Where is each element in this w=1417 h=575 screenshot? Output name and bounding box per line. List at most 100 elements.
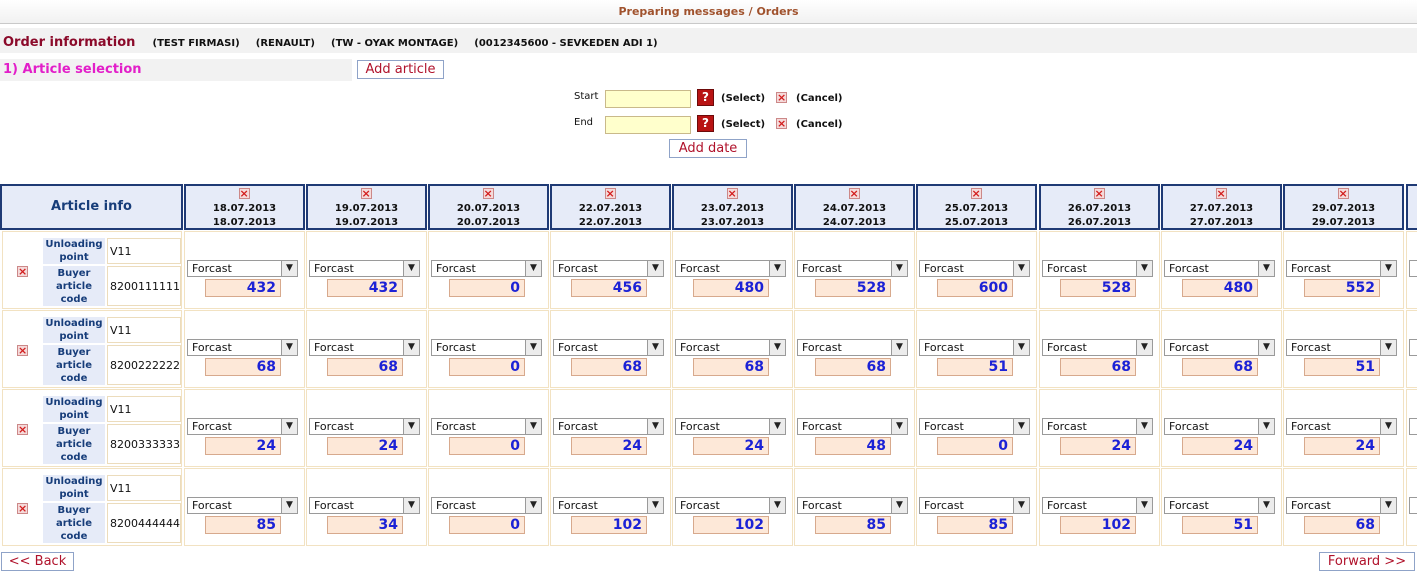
order-type-select[interactable]: Forcast▼	[1164, 260, 1275, 277]
quantity-input[interactable]: 0	[937, 437, 1013, 455]
order-type-select[interactable]: Forcast▼	[1042, 339, 1153, 356]
start-cancel-icon[interactable]: ×	[776, 91, 787, 104]
end-help-icon[interactable]: ?	[697, 115, 714, 132]
order-type-select[interactable]: Forcast▼	[553, 418, 664, 435]
order-type-select[interactable]	[1409, 260, 1417, 277]
order-type-select[interactable]: Forcast▼	[675, 260, 786, 277]
quantity-input[interactable]: 24	[205, 437, 281, 455]
chevron-down-icon[interactable]: ▼	[1258, 498, 1274, 513]
chevron-down-icon[interactable]: ▼	[1136, 261, 1152, 276]
order-type-select[interactable]	[1409, 339, 1417, 356]
quantity-input[interactable]: 528	[815, 279, 891, 297]
quantity-input[interactable]: 68	[1060, 358, 1136, 376]
quantity-input[interactable]: 68	[571, 358, 647, 376]
chevron-down-icon[interactable]: ▼	[769, 261, 785, 276]
end-cancel-link[interactable]: (Cancel)	[796, 119, 843, 130]
remove-article-icon[interactable]: ×	[17, 344, 28, 357]
order-type-select[interactable]	[1409, 418, 1417, 435]
chevron-down-icon[interactable]: ▼	[891, 498, 907, 513]
chevron-down-icon[interactable]: ▼	[1380, 419, 1396, 434]
order-type-select[interactable]: Forcast▼	[187, 339, 298, 356]
chevron-down-icon[interactable]: ▼	[1013, 261, 1029, 276]
quantity-input[interactable]: 528	[1060, 279, 1136, 297]
quantity-input[interactable]: 85	[815, 516, 891, 534]
chevron-down-icon[interactable]: ▼	[1013, 498, 1029, 513]
start-select-link[interactable]: (Select)	[721, 93, 766, 104]
chevron-down-icon[interactable]: ▼	[525, 419, 541, 434]
quantity-input[interactable]: 0	[449, 516, 525, 534]
order-type-select[interactable]: Forcast▼	[431, 260, 542, 277]
quantity-input[interactable]: 24	[693, 437, 769, 455]
quantity-input[interactable]: 432	[327, 279, 403, 297]
chevron-down-icon[interactable]: ▼	[769, 498, 785, 513]
chevron-down-icon[interactable]: ▼	[647, 498, 663, 513]
quantity-input[interactable]: 48	[815, 437, 891, 455]
chevron-down-icon[interactable]: ▼	[1258, 419, 1274, 434]
order-type-select[interactable]: Forcast▼	[1164, 418, 1275, 435]
chevron-down-icon[interactable]: ▼	[525, 261, 541, 276]
order-type-select[interactable]: Forcast▼	[919, 497, 1030, 514]
forward-button[interactable]: Forward >>	[1319, 552, 1415, 571]
chevron-down-icon[interactable]: ▼	[525, 340, 541, 355]
order-type-select[interactable]: Forcast▼	[919, 418, 1030, 435]
quantity-input[interactable]: 68	[327, 358, 403, 376]
order-type-select[interactable]: Forcast▼	[431, 497, 542, 514]
chevron-down-icon[interactable]: ▼	[647, 261, 663, 276]
order-type-select[interactable]: Forcast▼	[431, 418, 542, 435]
chevron-down-icon[interactable]: ▼	[1380, 340, 1396, 355]
quantity-input[interactable]: 600	[937, 279, 1013, 297]
quantity-input[interactable]: 68	[205, 358, 281, 376]
order-type-select[interactable]: Forcast▼	[187, 497, 298, 514]
order-type-select[interactable]: Forcast▼	[187, 418, 298, 435]
quantity-input[interactable]: 102	[693, 516, 769, 534]
chevron-down-icon[interactable]: ▼	[891, 340, 907, 355]
chevron-down-icon[interactable]: ▼	[1136, 340, 1152, 355]
quantity-input[interactable]: 51	[1304, 358, 1380, 376]
quantity-input[interactable]: 85	[205, 516, 281, 534]
order-type-select[interactable]: Forcast▼	[1286, 260, 1397, 277]
order-type-select[interactable]: Forcast▼	[431, 339, 542, 356]
remove-date-icon[interactable]: ×	[1215, 187, 1227, 200]
order-type-select[interactable]: Forcast▼	[1042, 497, 1153, 514]
end-date-input[interactable]	[605, 116, 691, 134]
chevron-down-icon[interactable]: ▼	[1380, 261, 1396, 276]
add-article-button[interactable]: Add article	[357, 60, 444, 79]
order-type-select[interactable]: Forcast▼	[919, 339, 1030, 356]
order-type-select[interactable]: Forcast▼	[553, 260, 664, 277]
order-type-select[interactable]: Forcast▼	[797, 497, 908, 514]
order-type-select[interactable]: Forcast▼	[1042, 260, 1153, 277]
quantity-input[interactable]: 0	[449, 279, 525, 297]
chevron-down-icon[interactable]: ▼	[403, 498, 419, 513]
remove-date-icon[interactable]: ×	[848, 187, 860, 200]
start-date-input[interactable]	[605, 90, 691, 108]
chevron-down-icon[interactable]: ▼	[525, 498, 541, 513]
quantity-input[interactable]: 68	[1182, 358, 1258, 376]
order-type-select[interactable]: Forcast▼	[797, 418, 908, 435]
quantity-input[interactable]: 480	[693, 279, 769, 297]
order-type-select[interactable]: Forcast▼	[919, 260, 1030, 277]
chevron-down-icon[interactable]: ▼	[891, 261, 907, 276]
quantity-input[interactable]: 24	[1304, 437, 1380, 455]
quantity-input[interactable]: 34	[327, 516, 403, 534]
remove-date-icon[interactable]: ×	[604, 187, 616, 200]
quantity-input[interactable]: 51	[1182, 516, 1258, 534]
quantity-input[interactable]: 24	[1060, 437, 1136, 455]
chevron-down-icon[interactable]: ▼	[1013, 419, 1029, 434]
order-type-select[interactable]: Forcast▼	[187, 260, 298, 277]
order-type-select[interactable]: Forcast▼	[1286, 339, 1397, 356]
chevron-down-icon[interactable]: ▼	[1013, 340, 1029, 355]
quantity-input[interactable]: 102	[1060, 516, 1136, 534]
quantity-input[interactable]: 24	[571, 437, 647, 455]
order-type-select[interactable]: Forcast▼	[1286, 497, 1397, 514]
order-type-select[interactable]: Forcast▼	[675, 339, 786, 356]
quantity-input[interactable]: 552	[1304, 279, 1380, 297]
chevron-down-icon[interactable]: ▼	[281, 419, 297, 434]
order-type-select[interactable]: Forcast▼	[309, 418, 420, 435]
remove-article-icon[interactable]: ×	[17, 502, 28, 515]
quantity-input[interactable]: 432	[205, 279, 281, 297]
quantity-input[interactable]: 68	[693, 358, 769, 376]
quantity-input[interactable]: 0	[449, 437, 525, 455]
order-type-select[interactable]: Forcast▼	[675, 497, 786, 514]
back-button[interactable]: << Back	[1, 552, 74, 571]
chevron-down-icon[interactable]: ▼	[1136, 498, 1152, 513]
